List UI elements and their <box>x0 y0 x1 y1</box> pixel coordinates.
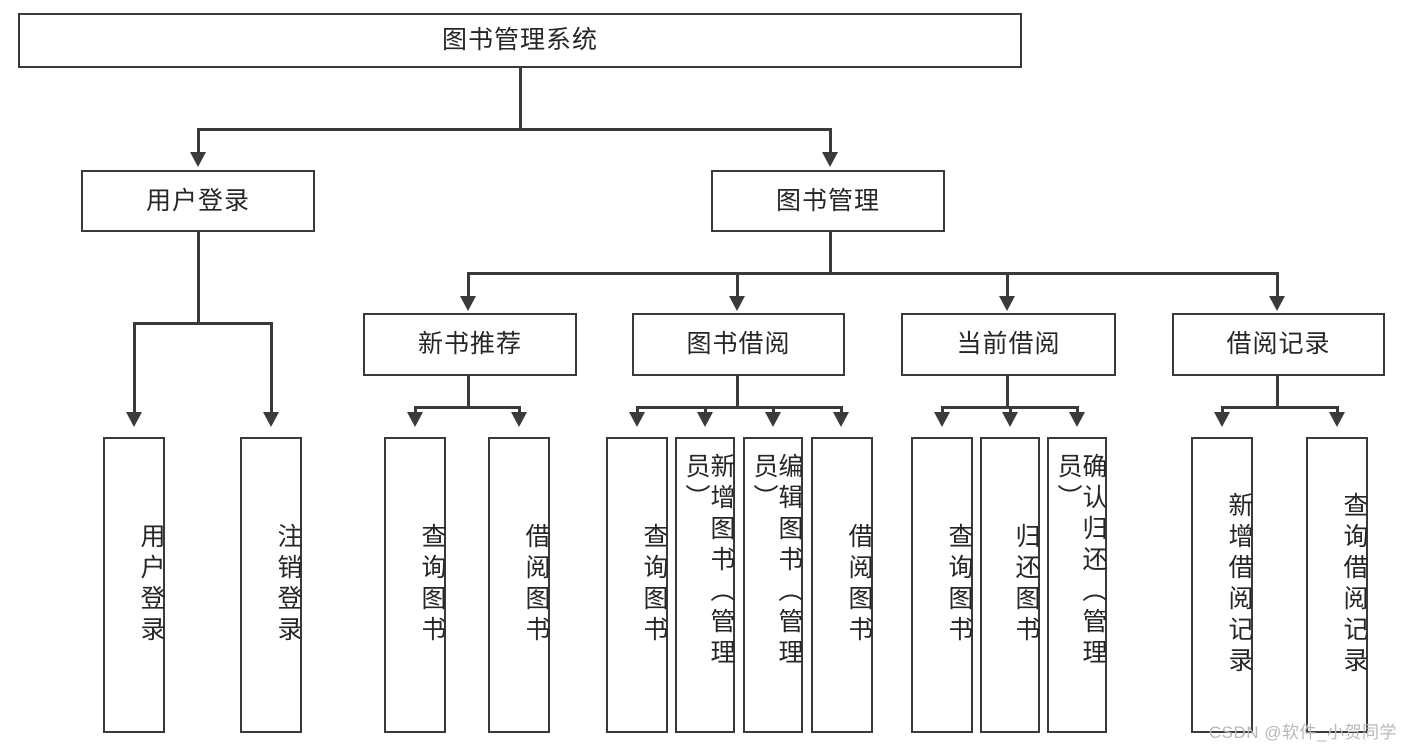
node-label: 新增图书（管理员） <box>682 453 735 670</box>
arrowhead-book-manage-to-current <box>999 296 1015 311</box>
node-label: 注销登录 <box>274 523 302 647</box>
node-label: 用户登录 <box>137 523 165 647</box>
arrowhead-book-borrow-to-leaf-1 <box>629 412 645 427</box>
connector-book-borrow-bar <box>636 406 840 409</box>
node-label: 图书管理 <box>775 186 880 215</box>
connector-new-book-to-leaf-1 <box>414 406 417 415</box>
leaf-borrow-record-add[interactable]: 新增借阅记录 <box>1191 437 1253 733</box>
leaf-current-borrow-confirm-return[interactable]: 确认归还（管理员） <box>1047 437 1107 733</box>
connector-borrow-record-to-leaf-1 <box>1221 406 1224 415</box>
connector-current-borrow-to-leaf-3 <box>1076 406 1079 415</box>
node-label: 借阅图书 <box>845 523 873 647</box>
leaf-current-borrow-query[interactable]: 查询图书 <box>911 437 973 733</box>
arrowhead-current-borrow-to-leaf-3 <box>1069 412 1085 427</box>
arrowhead-book-manage-to-borrow <box>729 296 745 311</box>
connector-book-manage-to-current <box>1006 272 1009 299</box>
connector-book-borrow-to-leaf-3 <box>772 406 775 415</box>
node-label: 查询图书 <box>640 523 668 647</box>
connector-user-login-bar <box>133 322 272 325</box>
arrowhead-book-borrow-to-leaf-3 <box>765 412 781 427</box>
connector-current-borrow-to-leaf-2 <box>1009 406 1012 415</box>
connector-root-bar <box>197 128 831 131</box>
node-label: 图书管理系统 <box>441 26 598 54</box>
arrowhead-borrow-record-to-leaf-2 <box>1329 412 1345 427</box>
connector-book-manage-to-borrow <box>736 272 739 299</box>
leaf-book-borrow-query[interactable]: 查询图书 <box>606 437 668 733</box>
node-user-login[interactable]: 用户登录 <box>81 170 315 232</box>
connector-book-borrow-to-leaf-2 <box>704 406 707 415</box>
connector-root-to-user-login <box>197 128 200 155</box>
connector-current-borrow-to-leaf-1 <box>941 406 944 415</box>
node-label: 归还图书 <box>1012 523 1040 647</box>
connector-user-login-to-leaf-1 <box>133 322 136 415</box>
node-book-management[interactable]: 图书管理 <box>711 170 945 232</box>
node-label: 借阅记录 <box>1226 330 1331 358</box>
arrowhead-book-manage-to-new-book <box>460 296 476 311</box>
leaf-new-book-borrow[interactable]: 借阅图书 <box>488 437 550 733</box>
arrowhead-root-to-user-login <box>190 152 206 167</box>
arrowhead-book-manage-to-record <box>1269 296 1285 311</box>
connector-book-borrow-stem <box>736 376 739 408</box>
node-borrow-record[interactable]: 借阅记录 <box>1172 313 1385 376</box>
leaf-user-login-login[interactable]: 用户登录 <box>103 437 165 733</box>
connector-root-stem <box>519 68 522 130</box>
connector-current-borrow-stem <box>1006 376 1009 408</box>
arrowhead-new-book-to-leaf-2 <box>511 412 527 427</box>
node-label: 新书推荐 <box>417 330 522 358</box>
node-label: 用户登录 <box>145 186 250 215</box>
node-label: 编辑图书（管理员） <box>750 453 803 670</box>
arrowhead-new-book-to-leaf-1 <box>407 412 423 427</box>
connector-book-manage-stem <box>829 232 832 274</box>
arrowhead-user-login-to-leaf-1 <box>126 412 142 427</box>
arrowhead-root-to-book-manage <box>822 152 838 167</box>
node-label: 当前借阅 <box>956 330 1061 358</box>
connector-user-login-to-leaf-2 <box>270 322 273 415</box>
connector-book-manage-to-new-book <box>467 272 470 299</box>
node-book-borrow[interactable]: 图书借阅 <box>632 313 845 376</box>
node-label: 查询借阅记录 <box>1340 492 1368 678</box>
node-label: 确认归还（管理员） <box>1054 453 1107 670</box>
arrowhead-borrow-record-to-leaf-1 <box>1214 412 1230 427</box>
connector-new-book-stem <box>467 376 470 408</box>
connector-new-book-to-leaf-2 <box>518 406 521 415</box>
leaf-borrow-record-query[interactable]: 查询借阅记录 <box>1306 437 1368 733</box>
connector-borrow-record-bar <box>1221 406 1338 409</box>
arrowhead-user-login-to-leaf-2 <box>263 412 279 427</box>
node-root-system[interactable]: 图书管理系统 <box>18 13 1022 68</box>
connector-book-borrow-to-leaf-1 <box>636 406 639 415</box>
leaf-book-borrow-edit[interactable]: 编辑图书（管理员） <box>743 437 803 733</box>
arrowhead-book-borrow-to-leaf-2 <box>697 412 713 427</box>
leaf-book-borrow-add[interactable]: 新增图书（管理员） <box>675 437 735 733</box>
leaf-book-borrow-borrow[interactable]: 借阅图书 <box>811 437 873 733</box>
connector-root-to-book-manage <box>829 128 832 155</box>
connector-borrow-record-stem <box>1276 376 1279 408</box>
csdn-watermark: CSDN @软件_小贺同学 <box>1208 723 1397 742</box>
node-label: 查询图书 <box>945 523 973 647</box>
arrowhead-book-borrow-to-leaf-4 <box>833 412 849 427</box>
node-label: 查询图书 <box>418 523 446 647</box>
leaf-current-borrow-return[interactable]: 归还图书 <box>980 437 1040 733</box>
arrowhead-current-borrow-to-leaf-2 <box>1002 412 1018 427</box>
connector-book-manage-to-record <box>1276 272 1279 299</box>
node-label: 图书借阅 <box>686 330 791 358</box>
connector-book-borrow-to-leaf-4 <box>840 406 843 415</box>
connector-new-book-bar <box>414 406 520 409</box>
node-label: 借阅图书 <box>522 523 550 647</box>
node-label: 新增借阅记录 <box>1225 492 1253 678</box>
connector-book-manage-bar <box>467 272 1279 275</box>
connector-user-login-stem <box>197 232 200 324</box>
node-current-borrow[interactable]: 当前借阅 <box>901 313 1116 376</box>
arrowhead-current-borrow-to-leaf-1 <box>934 412 950 427</box>
leaf-new-book-query[interactable]: 查询图书 <box>384 437 446 733</box>
leaf-user-login-logout[interactable]: 注销登录 <box>240 437 302 733</box>
connector-borrow-record-to-leaf-2 <box>1336 406 1339 415</box>
node-new-book-recommend[interactable]: 新书推荐 <box>363 313 577 376</box>
